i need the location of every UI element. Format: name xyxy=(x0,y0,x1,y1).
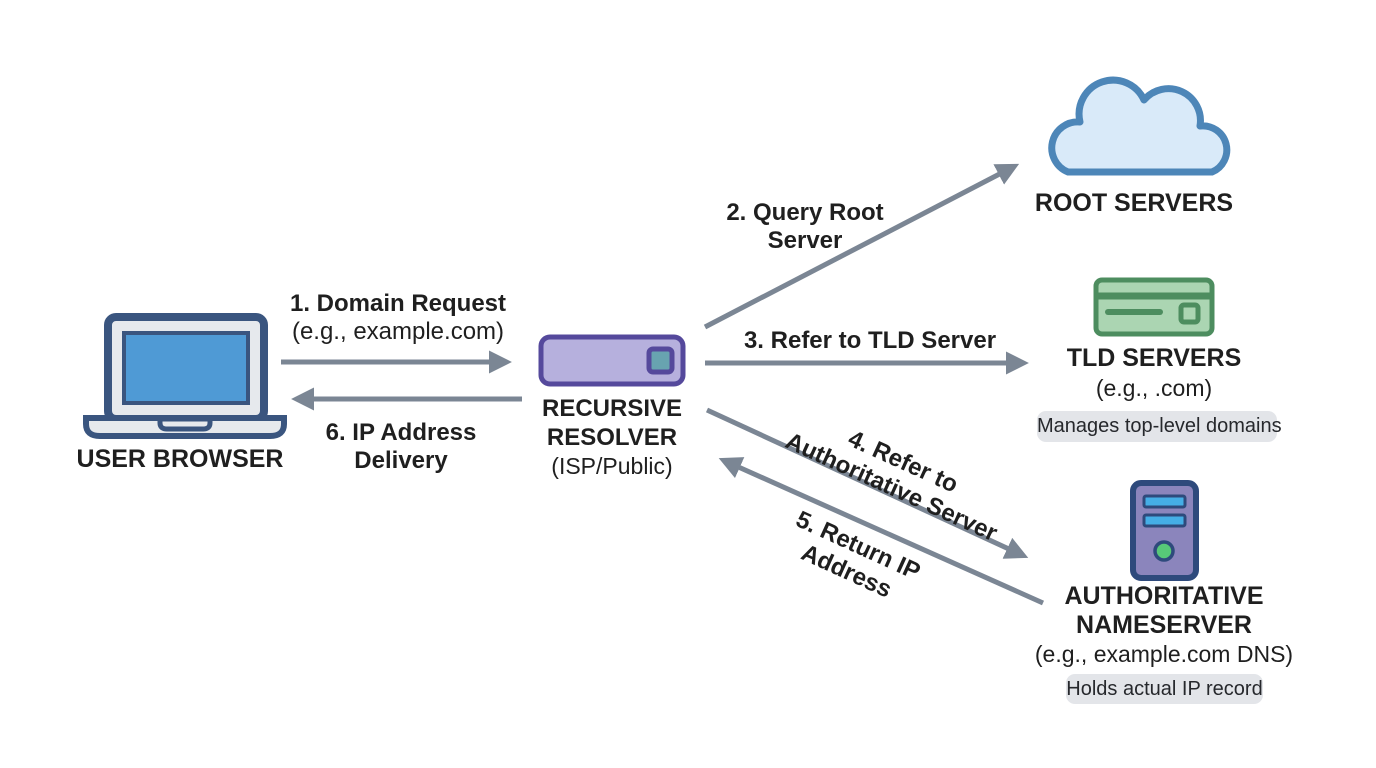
laptop-screen xyxy=(122,331,250,405)
authoritative-nameserver-label: AUTHORITATIVE NAMESERVER (e.g., example.… xyxy=(1034,582,1294,669)
arrow-step3-label: 3. Refer to TLD Server xyxy=(743,327,997,354)
authoritative-nameserver-label-line1: AUTHORITATIVE xyxy=(1064,582,1264,610)
tld-servers-badge: Manages top-level domains xyxy=(1037,411,1282,442)
arrow-step6-label-line2: Delivery xyxy=(354,447,448,474)
authoritative-nameserver-badge: Holds actual IP record xyxy=(1066,674,1263,704)
resolver-box-icon xyxy=(538,334,686,387)
arrow-step6-label: 6. IP Address Delivery xyxy=(281,419,521,475)
recursive-resolver-sublabel: (ISP/Public) xyxy=(551,453,673,479)
laptop-icon xyxy=(83,313,287,439)
arrow-step2-label-line1: 2. Query Root xyxy=(726,199,884,226)
authoritative-nameserver-sublabel: (e.g., example.com DNS) xyxy=(1034,641,1294,667)
server-tower-icon xyxy=(1130,480,1199,581)
card-icon xyxy=(1093,277,1215,337)
arrow-step2-label: 2. Query Root Server xyxy=(685,199,925,255)
user-browser-label: USER BROWSER xyxy=(76,445,284,473)
arrow-step4 xyxy=(705,407,1029,559)
arrow-step2-label-line2: Server xyxy=(767,227,843,254)
arrow-step1-label-line2: (e.g., example.com) xyxy=(291,318,505,345)
arrow-step1-label-line1: 1. Domain Request xyxy=(289,290,507,317)
tld-servers-sublabel: (e.g., .com) xyxy=(1095,375,1213,401)
arrow-step2 xyxy=(703,163,1020,330)
arrow-step5 xyxy=(718,457,1045,606)
tld-servers-label: TLD SERVERS (e.g., .com) xyxy=(1034,343,1274,403)
recursive-resolver-label: RECURSIVE RESOLVER (ISP/Public) xyxy=(492,394,732,481)
recursive-resolver-label-line2: RESOLVER xyxy=(546,424,678,451)
recursive-resolver-label-line1: RECURSIVE xyxy=(541,395,683,422)
arrow-step6-label-line1: 6. IP Address xyxy=(325,419,477,446)
tld-servers-label-line1: TLD SERVERS xyxy=(1066,344,1242,372)
root-servers-label: ROOT SERVERS xyxy=(1034,189,1234,217)
authoritative-nameserver-label-line2: NAMESERVER xyxy=(1076,611,1252,639)
arrow-step1-label: 1. Domain Request (e.g., example.com) xyxy=(278,290,518,346)
cloud-icon xyxy=(1048,76,1231,176)
